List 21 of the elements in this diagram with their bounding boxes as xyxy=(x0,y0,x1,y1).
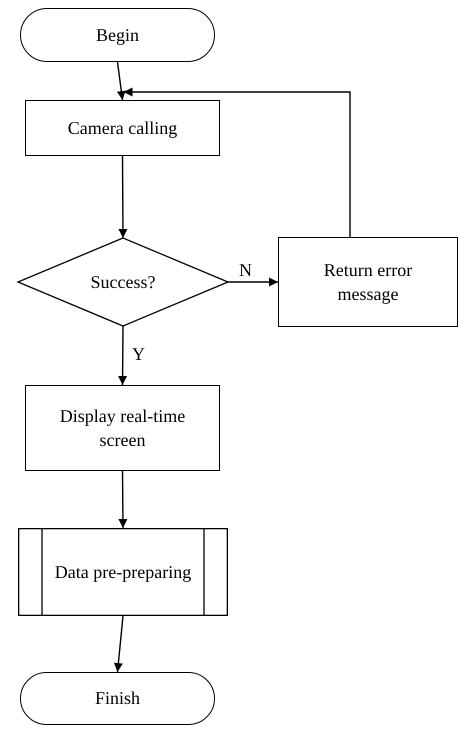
terminal-pill xyxy=(20,8,215,62)
node-label: Data pre-preparing xyxy=(54,560,192,584)
process-box xyxy=(25,100,220,156)
node-label: Camera calling xyxy=(68,116,178,140)
terminal-pill xyxy=(20,672,215,725)
arrow xyxy=(116,62,126,100)
node-label: Begin xyxy=(96,24,139,47)
subprocess-box xyxy=(18,528,228,616)
arrow xyxy=(118,471,128,528)
node-label: Display real-time screen xyxy=(58,404,186,452)
node-label: Finish xyxy=(94,687,140,710)
node-label: Success? xyxy=(90,270,156,294)
arrow xyxy=(118,156,128,238)
node-label: Return error message xyxy=(322,258,414,306)
arrow xyxy=(118,326,128,385)
process-box xyxy=(25,385,220,471)
arrow xyxy=(124,88,351,237)
arrow xyxy=(114,616,124,672)
process-box xyxy=(278,237,458,327)
arrow xyxy=(228,278,278,286)
decision-diamond xyxy=(18,238,228,326)
